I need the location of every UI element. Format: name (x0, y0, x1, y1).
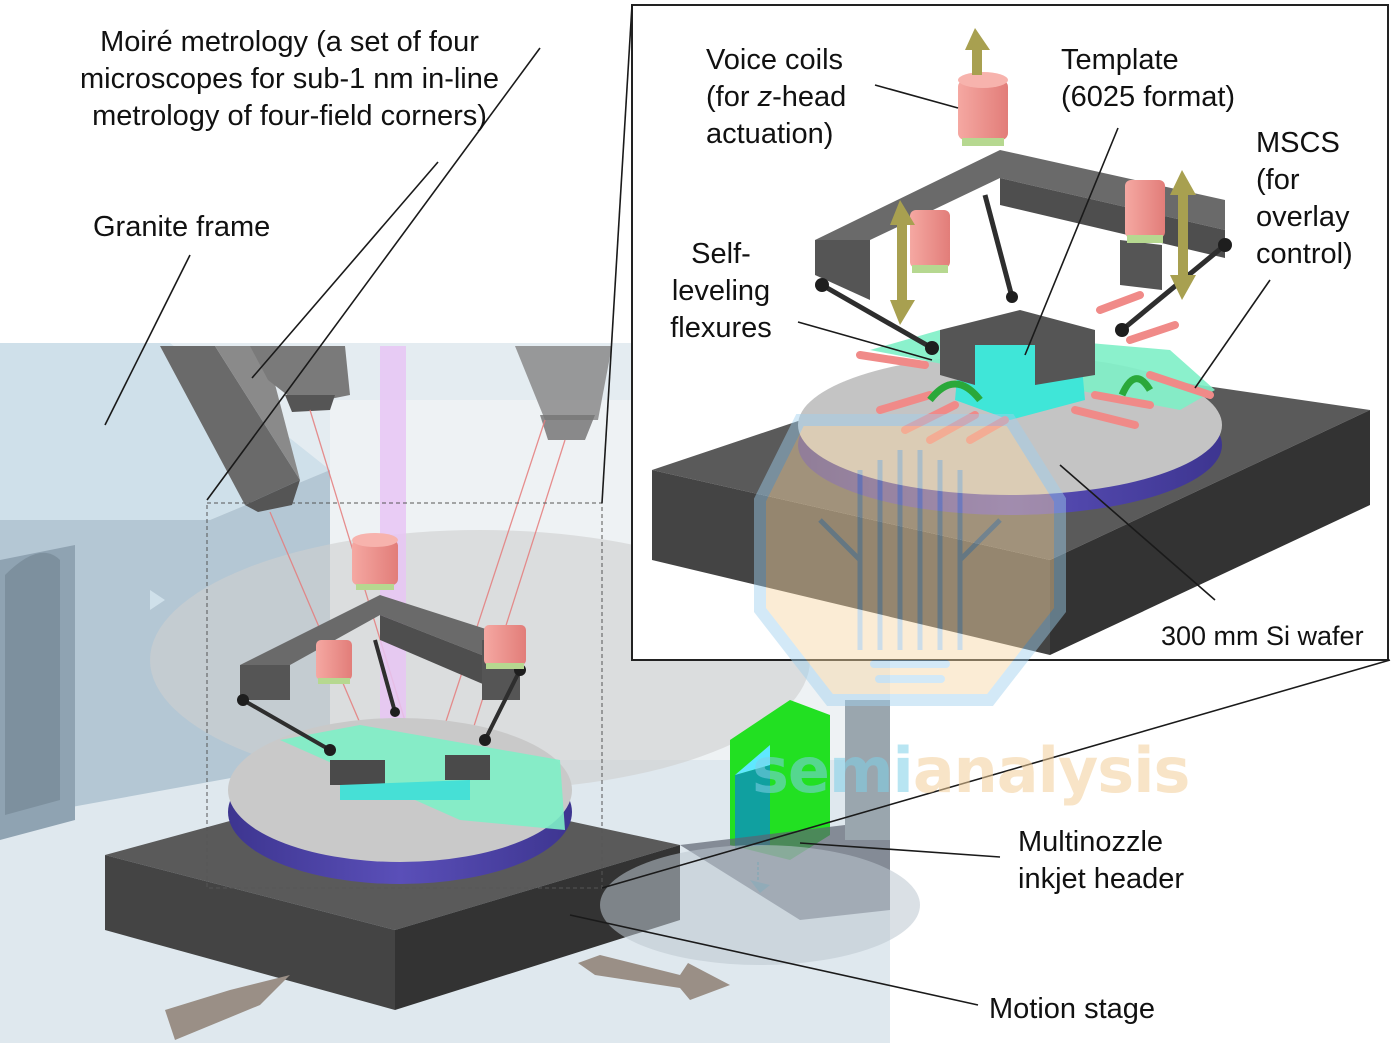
label-line: control) (1256, 238, 1353, 270)
label-line: (6025 format) (1061, 81, 1236, 113)
flexure-rods (242, 639, 522, 752)
label-line: Granite frame (93, 211, 271, 243)
motion-arrow-right (578, 955, 730, 1000)
rotation-arrows (927, 375, 1154, 403)
label-line: flexures (670, 312, 772, 344)
label-line: overlay (1256, 201, 1350, 233)
label-line: (for (1256, 164, 1300, 196)
label-template: Template (6025 format) (1061, 42, 1235, 116)
label-line: Moiré metrology (a set of four (100, 26, 479, 58)
label-line: actuation) (706, 118, 834, 150)
inset-panel (631, 4, 1389, 661)
label-line: Self- (691, 238, 751, 270)
watermark-text-part1: semi (752, 734, 914, 807)
microscope-right (515, 346, 612, 440)
label-line: microscopes for sub-1 nm in-line (79, 63, 500, 95)
inset-flexure-joints (815, 238, 1232, 355)
microscope-left-2 (250, 346, 350, 412)
label-inkjet-header: Multinozzle inkjet header (1018, 824, 1184, 898)
label-italic-z: z (757, 81, 773, 113)
watermark-logo (754, 414, 1066, 706)
label-line: 300 mm Si wafer (1161, 621, 1364, 651)
label-wafer: 300 mm Si wafer (1161, 618, 1364, 655)
label-line: leveling (671, 275, 771, 307)
label-line: Voice coils (706, 44, 844, 76)
label-fragment: (for (706, 81, 758, 113)
inset-flexure-rods (820, 194, 1227, 351)
label-line: inkjet header (1018, 863, 1185, 895)
leader-lines (104, 4, 1391, 1006)
label-mscs: MSCS (for overlay control) (1256, 125, 1353, 273)
inset-voice-coil-right (1125, 180, 1165, 243)
label-line: Motion stage (989, 993, 1156, 1025)
inkjet-grid-area (600, 825, 920, 965)
voice-coil-top (352, 533, 398, 590)
label-granite-frame: Granite frame (93, 209, 270, 246)
label-line: MSCS (1256, 127, 1340, 159)
microscope-left (160, 346, 300, 512)
voice-coil-left (316, 640, 352, 684)
mscs-force-arrows (856, 291, 1214, 444)
label-fragment: -head (772, 81, 847, 113)
label-motion-stage: Motion stage (989, 991, 1155, 1028)
label-voice-coils: Voice coils (for z-head actuation) (706, 42, 846, 153)
label-moire-metrology: Moiré metrology (a set of four microscop… (62, 24, 517, 135)
voice-coil-right (484, 625, 526, 669)
watermark-text: semianalysis (752, 734, 1191, 807)
label-line: (for z-head (706, 79, 846, 116)
label-line: Template (1061, 44, 1179, 76)
label-line: Multinozzle (1018, 826, 1164, 858)
wafer-fields (280, 725, 565, 830)
motion-arrow-left (165, 975, 290, 1040)
label-line: metrology of four-field corners) (92, 100, 487, 132)
z-actuation-arrows (890, 28, 1196, 325)
label-self-leveling-flexures: Self- leveling flexures (660, 236, 782, 347)
inset-voice-coil-left (910, 210, 950, 273)
watermark-text-part2: analysis (912, 734, 1191, 807)
inset-voice-coil-top (958, 72, 1008, 146)
frame-pillar (845, 700, 890, 840)
inkjet-header (730, 700, 830, 893)
inset-marker-box (206, 502, 603, 889)
